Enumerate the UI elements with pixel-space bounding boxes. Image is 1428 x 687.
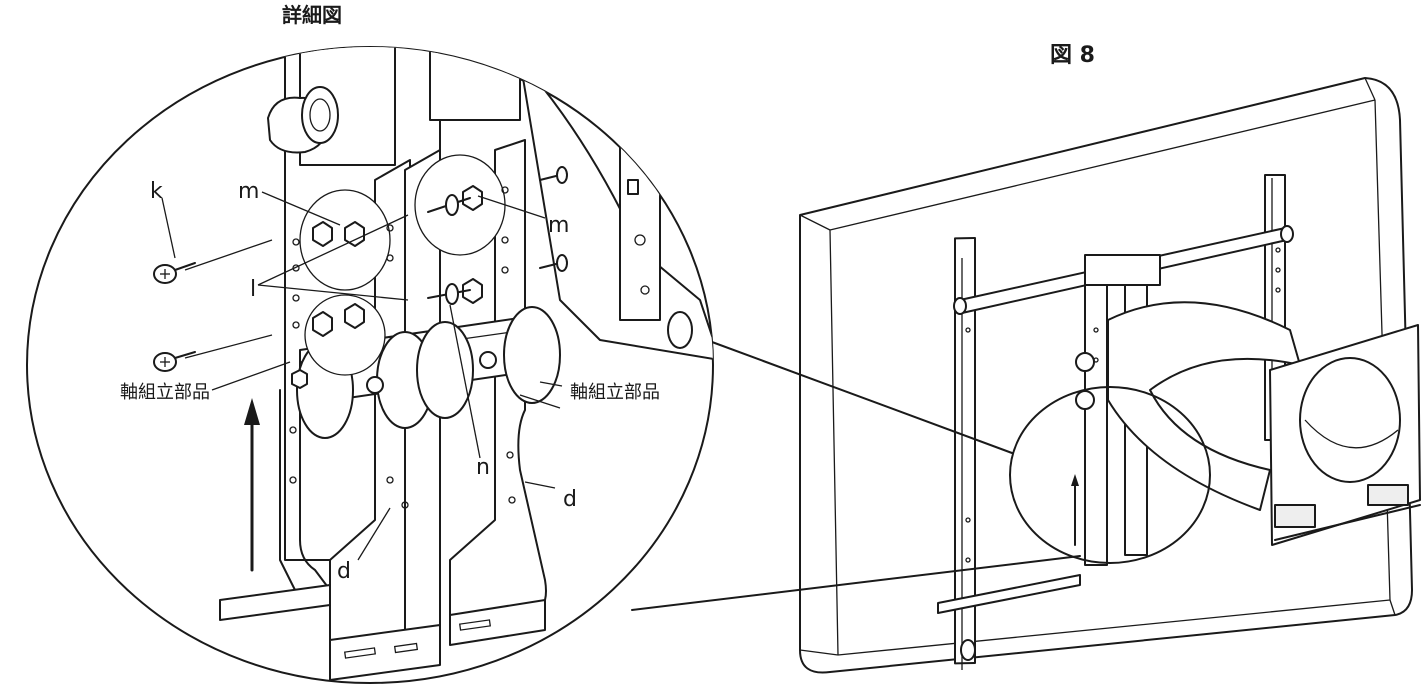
nut-icon: [312, 185, 483, 337]
detail-view: [26, 46, 714, 684]
detail-title: 詳細図: [282, 3, 342, 27]
label-l: l: [250, 277, 256, 302]
screw-k2-icon: [153, 334, 273, 372]
tv-panel-bevel: [829, 99, 1391, 656]
label-n: n: [476, 455, 490, 480]
center-brackets: [1075, 254, 1161, 566]
label-k: k: [150, 179, 163, 204]
left-vertical-rail: [954, 236, 976, 670]
swing-arm: [1107, 301, 1301, 511]
label-d-right: d: [563, 487, 577, 512]
bracket-holes: [289, 186, 516, 509]
threaded-bolt-icon: [427, 194, 471, 305]
bottom-bar: [937, 574, 1081, 614]
label-leaders: [161, 191, 563, 561]
knob-icon: [267, 86, 339, 154]
label-d-left: d: [337, 559, 351, 584]
label-m-right: m: [548, 213, 569, 238]
screw-icon: [291, 166, 568, 389]
up-arrow-icon: [244, 398, 260, 572]
overall-view: [799, 77, 1421, 674]
screw-k-icon: [153, 239, 273, 284]
vesa-plate: [1269, 324, 1421, 546]
label-assembly-right: 軸組立部品: [570, 382, 660, 403]
callout-leader-lines: [631, 341, 1081, 611]
figure-title: 図 8: [1050, 43, 1095, 68]
label-m-left: m: [238, 179, 259, 204]
label-assembly-left: 軸組立部品: [120, 382, 210, 403]
detail-callout-ellipse: [1009, 386, 1211, 564]
small-up-arrow: [1071, 474, 1079, 546]
